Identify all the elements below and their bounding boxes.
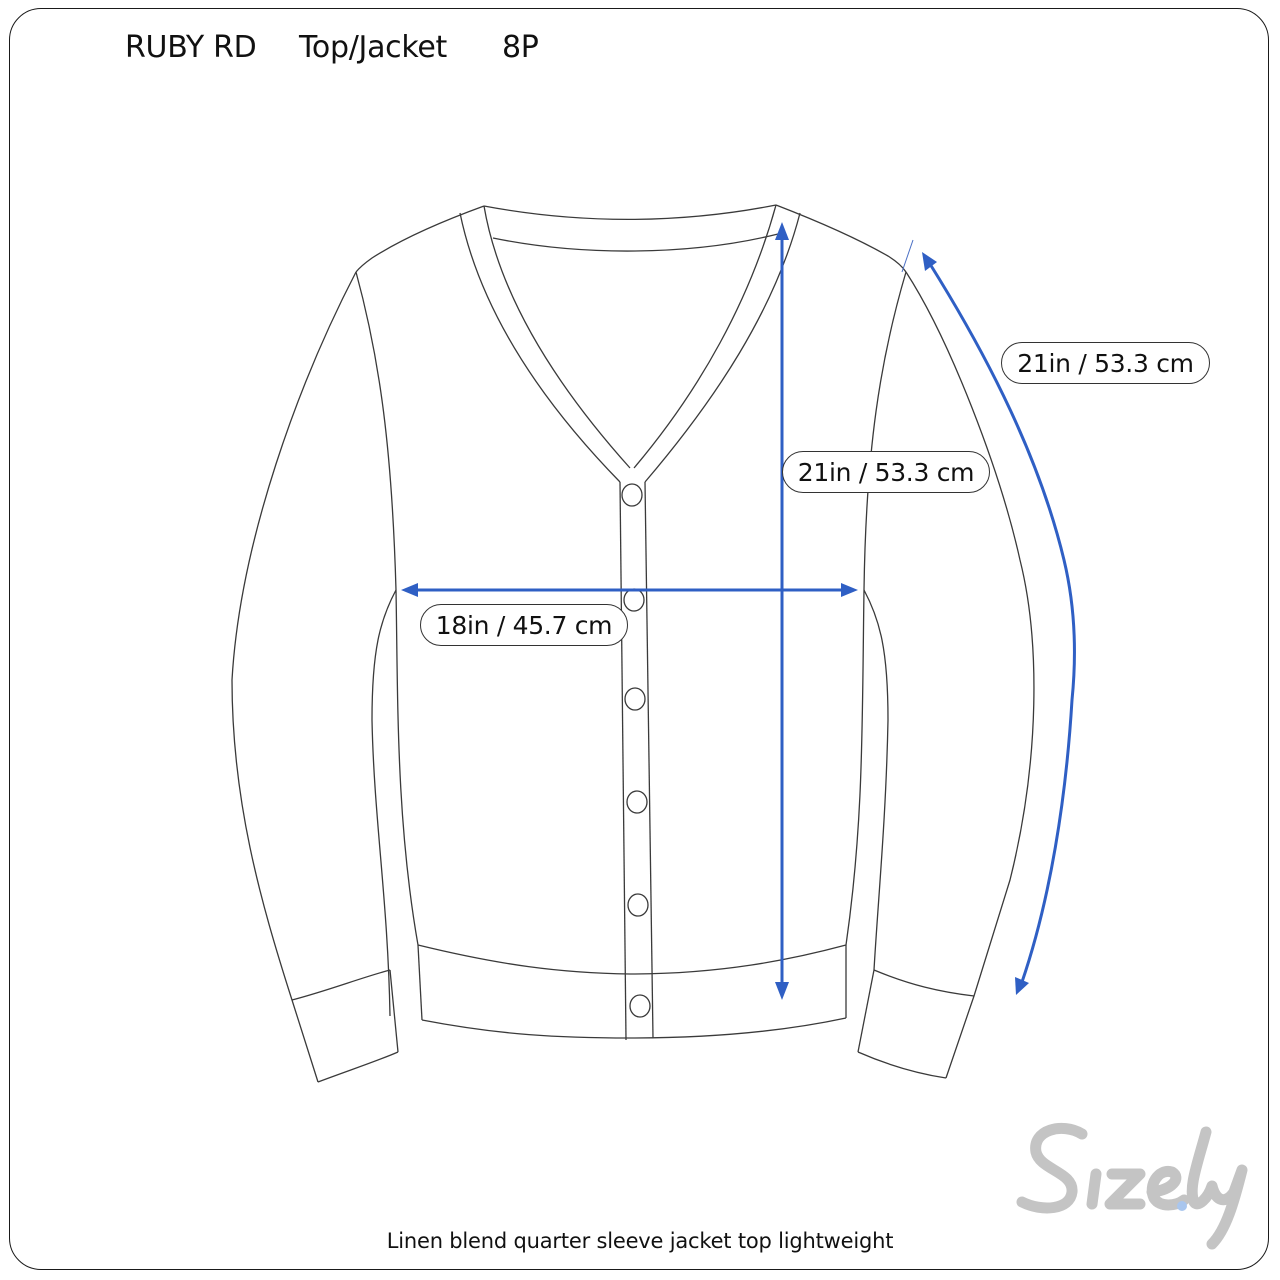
inner-neckline: [492, 233, 779, 252]
hem-left-edge: [417, 944, 423, 1021]
button-icon: [629, 994, 651, 1018]
sleeve-measurement-label: 21in / 53.3 cm: [1001, 342, 1210, 384]
arrow-up-icon: [775, 222, 789, 240]
diagram-frame: [9, 8, 1269, 1270]
brand-name: RUBY RD: [125, 30, 257, 65]
placket-right-outer: [633, 204, 777, 469]
left-cuff-bottom: [317, 1051, 399, 1083]
right-sleeve-inner: [863, 589, 889, 971]
page-title: RUBY RD Top/Jacket 8P: [125, 30, 539, 70]
hem-band-top: [417, 944, 847, 975]
logo-dot-icon: [1177, 1201, 1187, 1211]
button-icon: [626, 790, 648, 814]
chest-measurement-label: 18in / 45.7 cm: [420, 604, 628, 646]
placket-left-outer: [483, 205, 631, 469]
button-icon: [627, 893, 649, 917]
left-cuff-right: [389, 969, 399, 1053]
right-cuff-top: [873, 969, 975, 997]
left-sleeve-inner: [371, 589, 397, 1017]
back-neckline: [483, 204, 777, 221]
arrow-down-icon: [775, 982, 789, 1000]
right-sleeve-outer: [905, 271, 1035, 1079]
left-shoulder-line: [355, 205, 485, 273]
left-sleeve-outer: [231, 271, 357, 1083]
button-icon: [621, 483, 643, 507]
sleeve-arrow-curve: [928, 263, 1076, 983]
button-icon: [624, 687, 646, 711]
arrow-right-icon: [841, 583, 858, 597]
arrow-up-left-icon: [922, 252, 937, 271]
arrow-down-left-icon: [1015, 977, 1029, 995]
garment-size: 8P: [502, 30, 539, 65]
left-cuff-top: [291, 969, 391, 1001]
right-cuff-left: [857, 969, 875, 1053]
garment-description: Linen blend quarter sleeve jacket top li…: [386, 1229, 894, 1253]
button-placket-left: [619, 481, 627, 1041]
right-shoulder-line: [775, 204, 907, 273]
length-measurement-label: 21in / 53.3 cm: [782, 451, 990, 493]
sizely-logo-icon: [1016, 1122, 1248, 1250]
hem-band-bottom: [421, 1017, 847, 1039]
sleeve-start-tick: [901, 239, 914, 273]
button-placket-right: [644, 481, 654, 1039]
garment-category: Top/Jacket: [299, 30, 447, 65]
button-icon: [623, 588, 645, 612]
arrow-left-icon: [401, 583, 418, 597]
placket-left-inner: [459, 212, 621, 483]
placket-right-inner: [644, 212, 801, 483]
right-armhole-seam: [845, 271, 907, 946]
right-cuff-bottom: [857, 1051, 947, 1079]
